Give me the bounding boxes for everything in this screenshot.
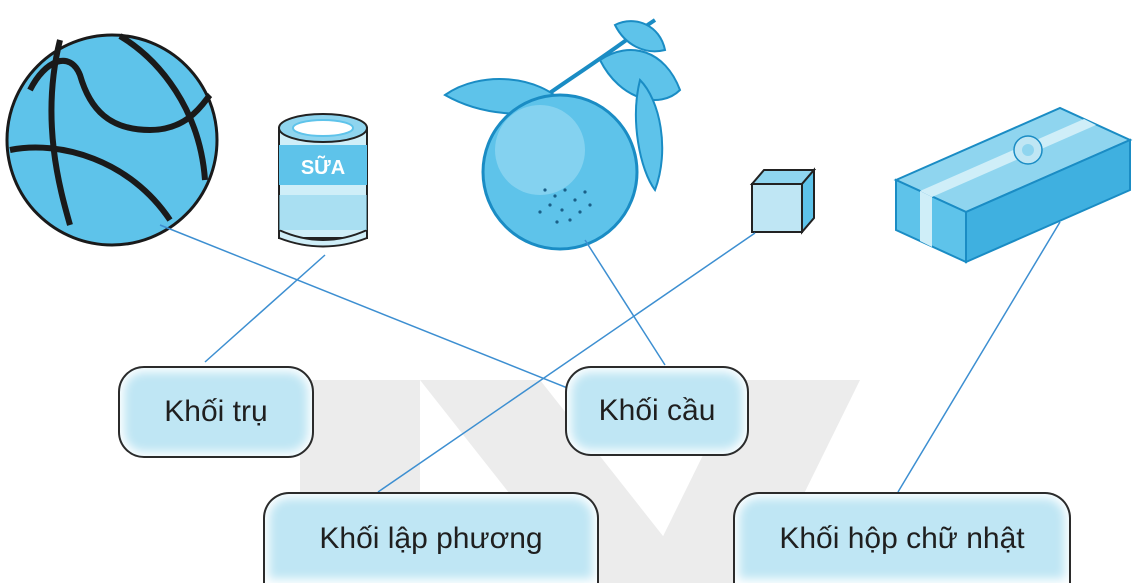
connector-lines xyxy=(159,221,1061,493)
small-cube xyxy=(749,167,817,235)
milk-can-label: SỮA xyxy=(301,155,345,179)
label-cuboid: Khối hộp chữ nhật xyxy=(733,492,1071,583)
line-box-to-cuboid-label xyxy=(897,221,1061,493)
line-basketball-to-sphere xyxy=(159,224,586,396)
label-cube: Khối lập phương xyxy=(263,492,599,583)
label-sphere: Khối cầu xyxy=(565,366,749,456)
label-cylinder: Khối trụ xyxy=(118,366,314,458)
basketball xyxy=(5,33,219,247)
gift-box xyxy=(893,106,1133,264)
orange xyxy=(443,18,682,251)
line-cube-to-cube-label xyxy=(377,232,756,493)
watermark xyxy=(300,380,860,583)
line-can-to-cylinder xyxy=(204,254,326,363)
milk-can: SỮA xyxy=(278,113,368,248)
line-orange-to-sphere xyxy=(584,239,666,366)
